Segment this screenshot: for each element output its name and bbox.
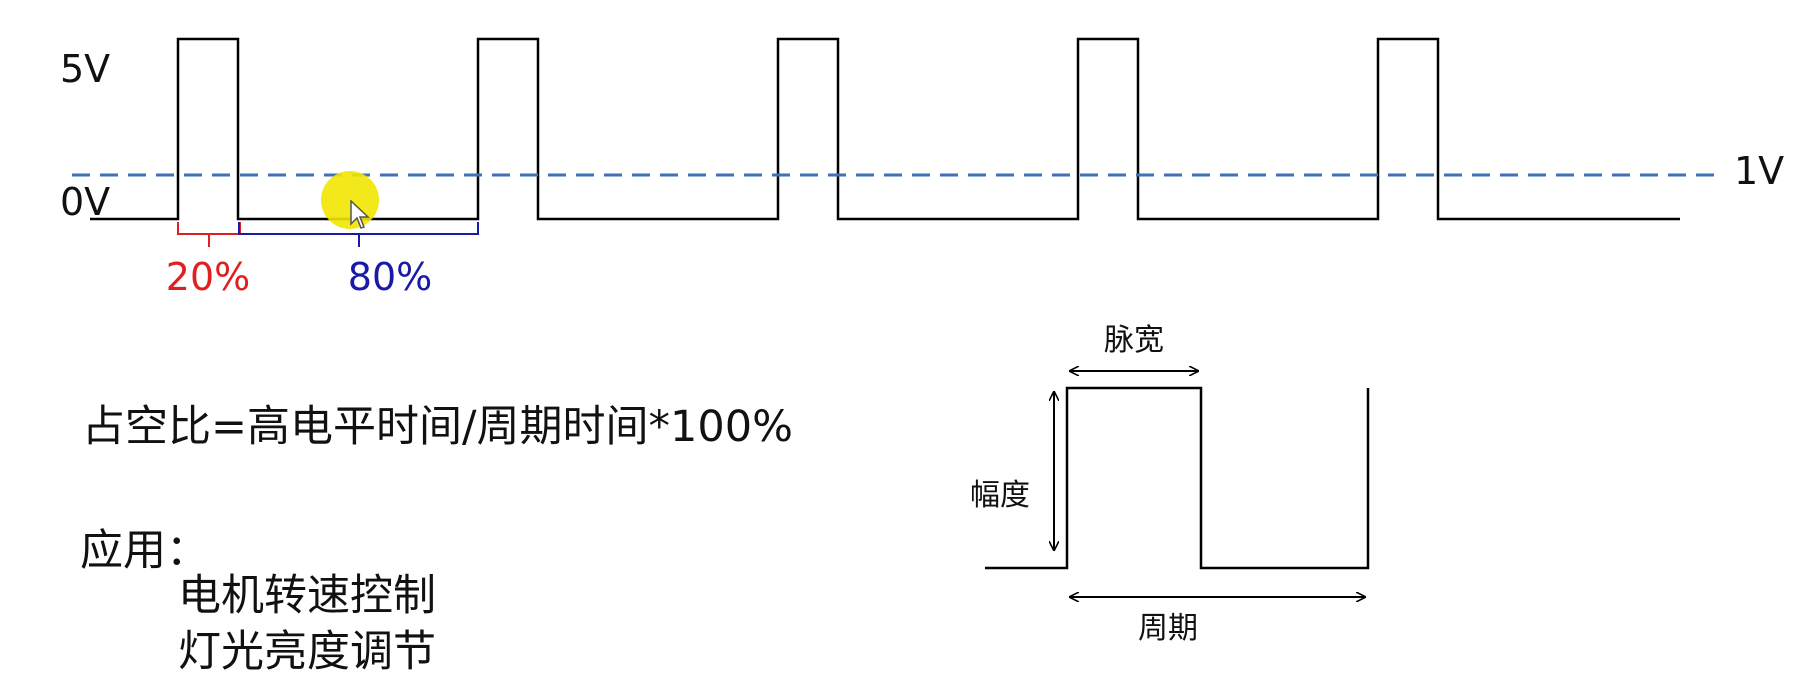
label-5v: 5V [60,47,110,91]
applications-title: 应用： [80,526,209,576]
application-item-motor: 电机转速控制 [178,571,436,621]
duty-high-label: 20% [166,255,250,299]
pulse-width-label: 脉宽 [1104,323,1164,358]
pwm-signal-path [90,37,1680,221]
amplitude-label: 幅度 [970,478,1030,513]
application-item-light: 灯光亮度调节 [178,627,436,677]
duty-cycle-formula: 占空比=高电平时间/周期时间*100% [82,402,793,452]
single-pulse-diagram: 脉宽 幅度 周期 [970,323,1370,646]
label-0v: 0V [60,180,110,224]
period-label: 周期 [1138,611,1198,646]
low-time-brace [238,222,479,247]
high-time-brace [177,222,241,247]
cursor-highlight [321,171,379,229]
single-pulse-waveform [985,386,1370,570]
label-1v: 1V [1734,149,1784,193]
applications-list: 电机转速控制 灯光亮度调节 [178,568,436,680]
pwm-waveform [90,37,1680,221]
mouse-pointer-icon [350,200,370,229]
duty-low-label: 80% [348,255,432,299]
